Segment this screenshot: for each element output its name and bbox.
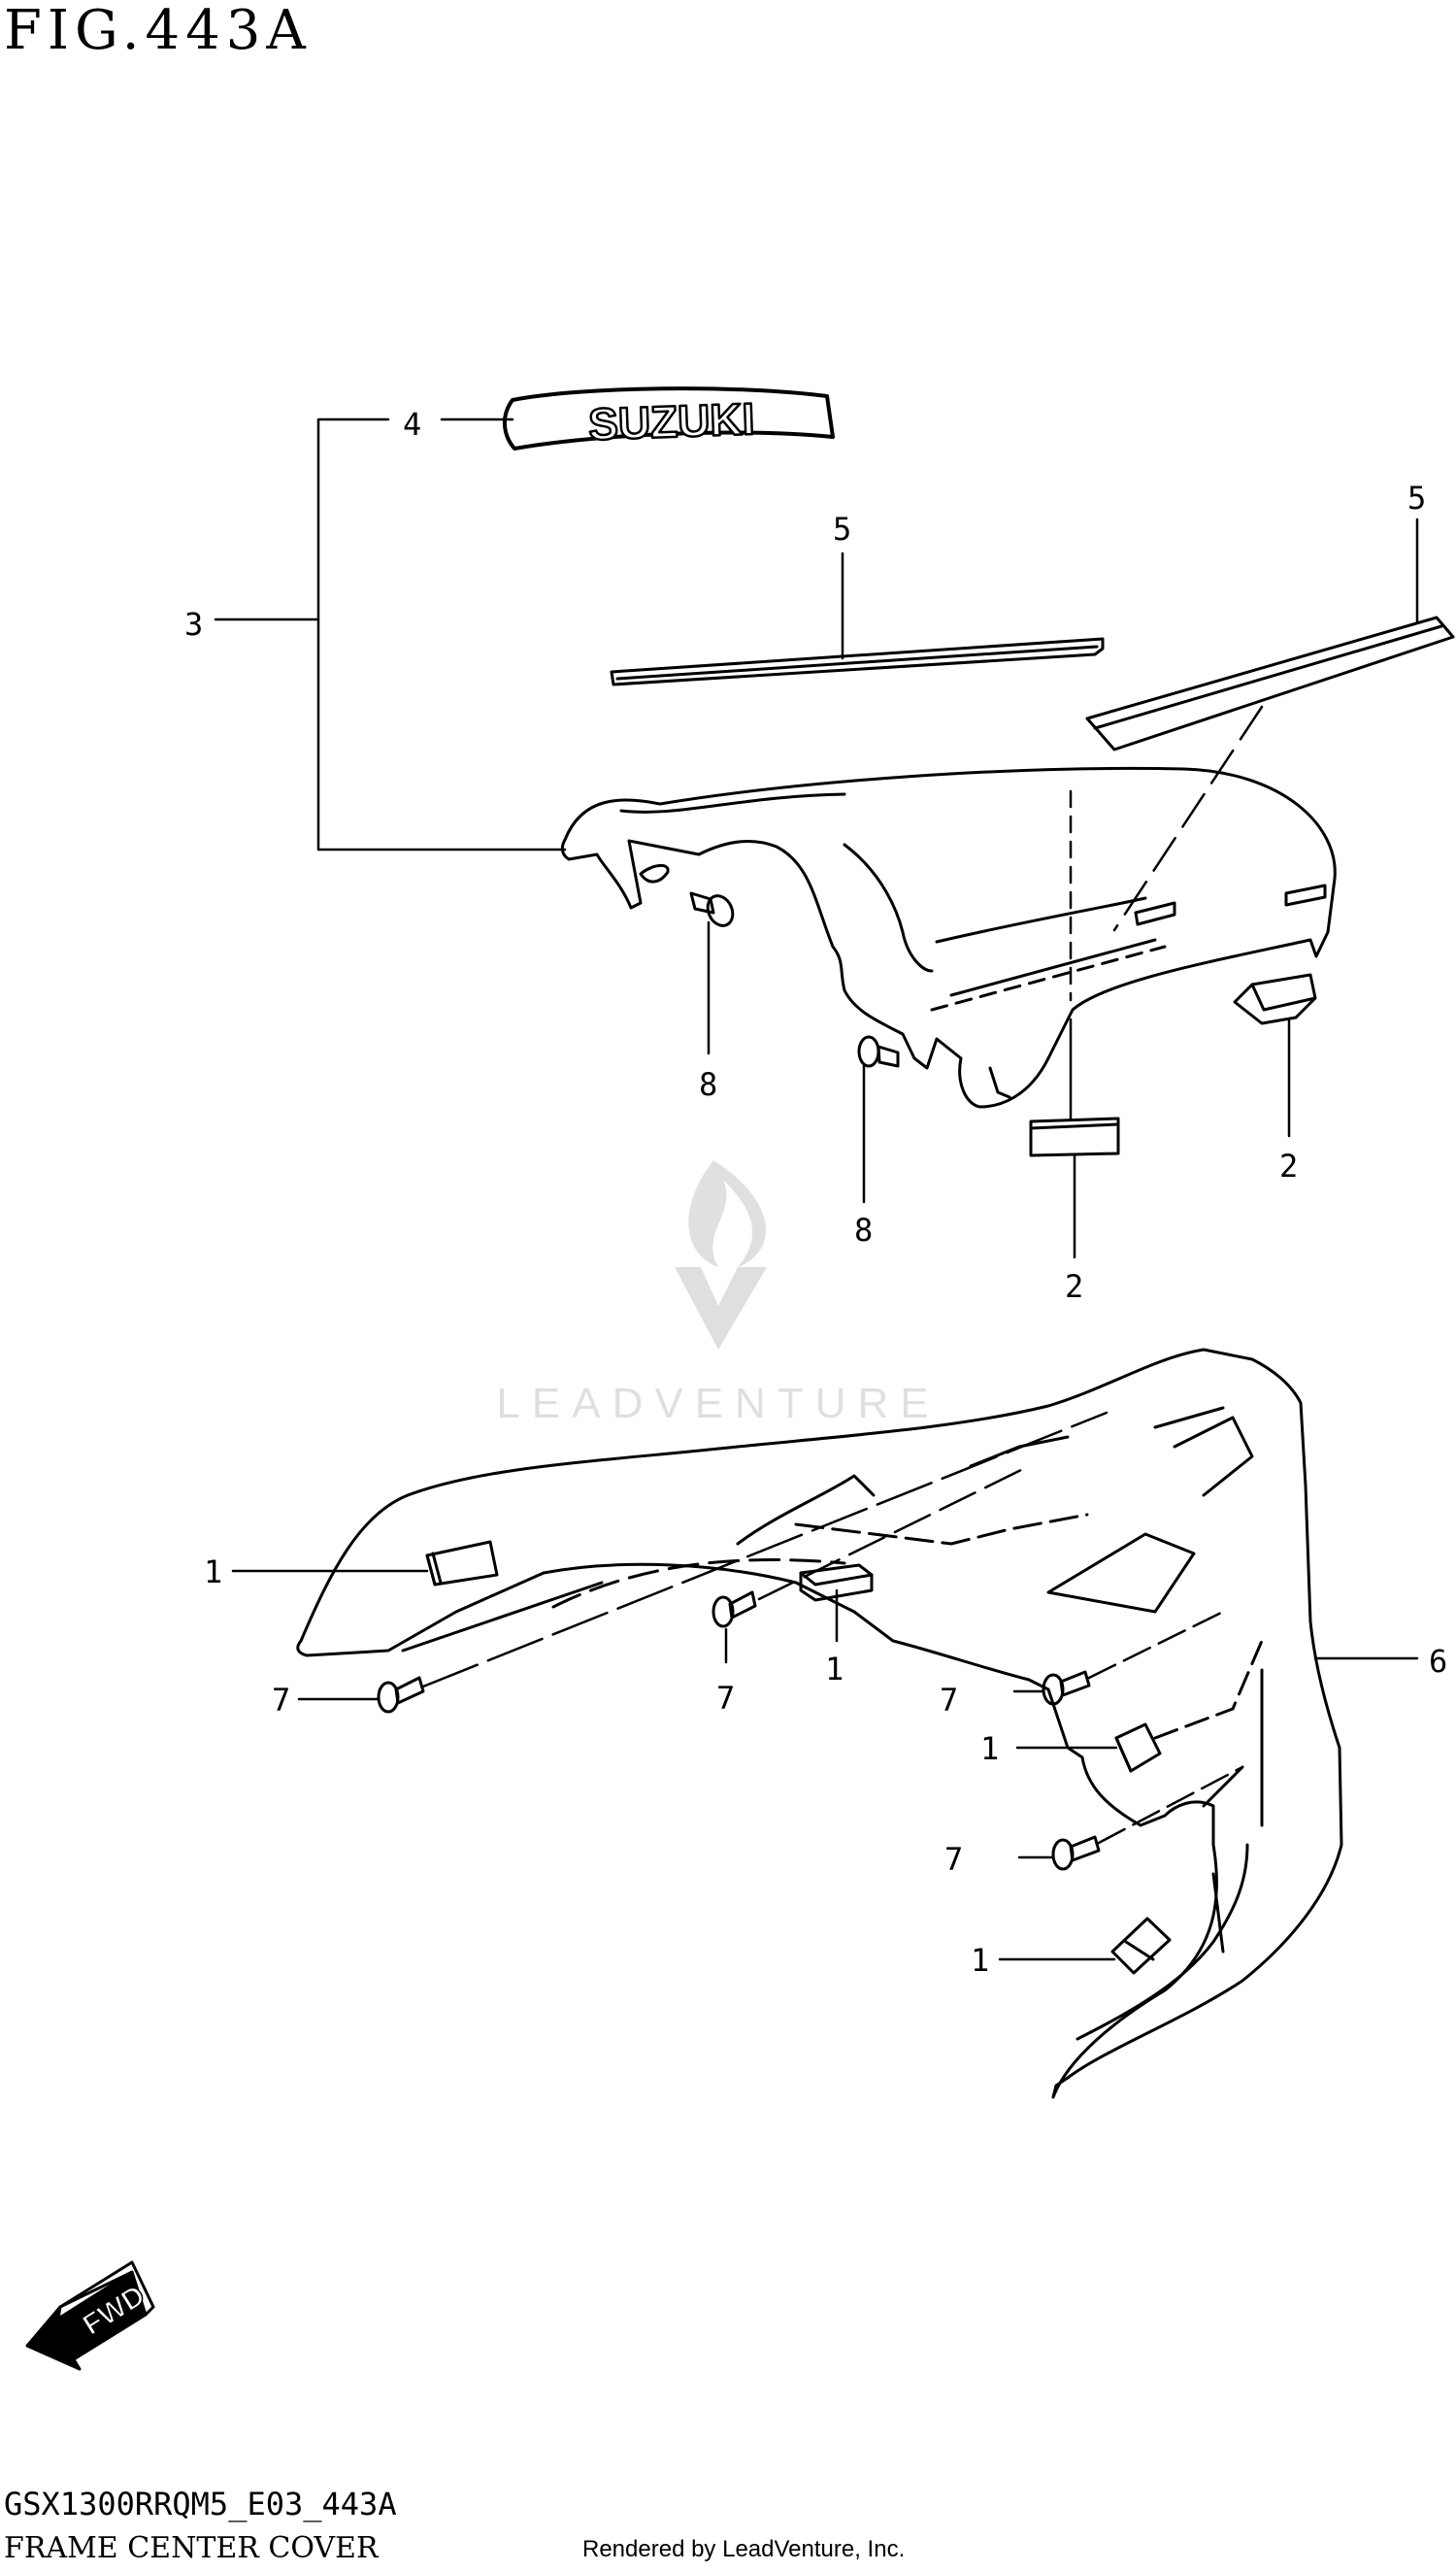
callout-1-right-upper: 1 (980, 1730, 999, 1767)
callout-5-right: 5 (1407, 480, 1426, 517)
emblem-text: SUZUKI (587, 393, 755, 450)
render-credit: Rendered by LeadVenture, Inc. (582, 2536, 906, 2562)
callout-7-center: 7 (716, 1680, 735, 1717)
callout-2-right: 2 (1279, 1148, 1298, 1185)
watermark-flame-icon (688, 1160, 767, 1267)
callout-4: 4 (403, 406, 421, 443)
cushion-lower[interactable] (1029, 1117, 1120, 1157)
cushion-1-center[interactable] (799, 1563, 874, 1602)
frame-center-cover[interactable] (560, 766, 1337, 1109)
figure-code: GSX1300RRQM5_E03_443A (4, 2486, 397, 2522)
watermark-v-icon (675, 1267, 767, 1350)
watermark-text: LEADVENTURE (496, 1380, 940, 1427)
callout-7-left: 7 (272, 1682, 290, 1719)
callout-1-center: 1 (825, 1651, 844, 1687)
suzuki-emblem[interactable]: SUZUKI (503, 386, 835, 451)
screw-7-right-lower[interactable] (1051, 1835, 1101, 1871)
cushion-1-right-lower[interactable] (1110, 1917, 1172, 1975)
screw-7-right-upper[interactable] (1042, 1670, 1091, 1706)
callout-8-lower: 8 (854, 1212, 873, 1249)
figure-title: FIG.443A (4, 0, 312, 62)
screw-7-center[interactable] (711, 1590, 757, 1628)
callout-7-right-lower: 7 (944, 1841, 963, 1878)
screw-7-left[interactable] (377, 1676, 425, 1714)
figure-name: FRAME CENTER COVER (4, 2531, 379, 2565)
callout-5-center: 5 (833, 511, 851, 548)
cushion-1-right-upper[interactable] (1114, 1722, 1162, 1773)
cushion-1-left[interactable] (425, 1540, 499, 1587)
callout-labels: 4 3 5 5 8 8 2 2 1 1 1 1 7 7 7 7 6 (184, 406, 1447, 1979)
callout-6: 6 (1429, 1643, 1447, 1680)
bolt-8-upper[interactable] (689, 891, 738, 929)
callout-8-upper: 8 (699, 1066, 717, 1103)
decal-strip-right[interactable] (1085, 616, 1455, 752)
fwd-arrow-icon: FWD (25, 2260, 155, 2371)
cushion-upper[interactable] (1233, 973, 1317, 1025)
watermark: LEADVENTURE (496, 1160, 940, 1427)
decal-strip-center[interactable] (610, 637, 1105, 686)
callout-3: 3 (184, 606, 203, 643)
callout-1-right-lower: 1 (971, 1942, 989, 1979)
callout-7-right-upper: 7 (940, 1682, 958, 1719)
frame-cover[interactable] (296, 1348, 1343, 2099)
callout-2-center: 2 (1065, 1268, 1083, 1305)
bolt-8-lower[interactable] (857, 1035, 900, 1068)
callout-1-left: 1 (204, 1553, 222, 1590)
leader-lines (214, 418, 1419, 1961)
